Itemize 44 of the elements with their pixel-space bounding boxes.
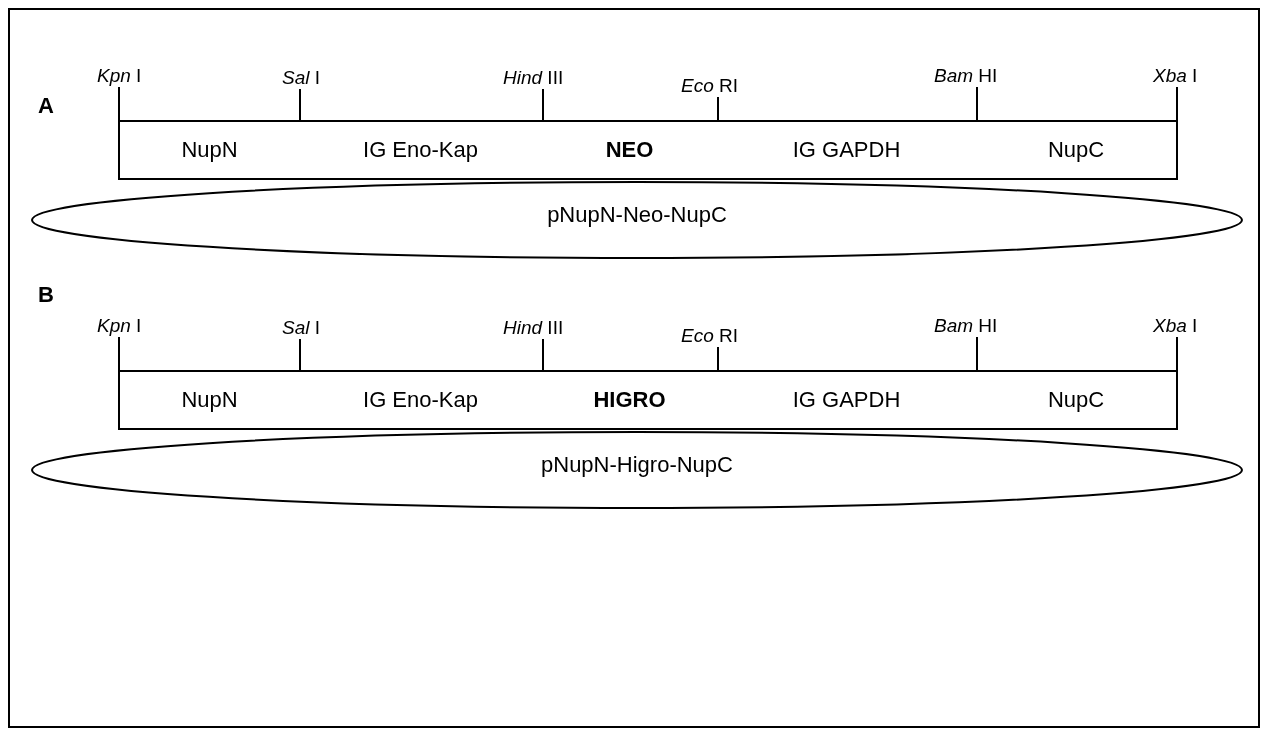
gene-segment-box	[118, 120, 301, 180]
restriction-site-label: Hind III	[503, 317, 564, 339]
plasmid-name: pNupN-Higro-NupC	[540, 452, 734, 478]
leader-line	[1176, 336, 1178, 372]
restriction-site-label: Bam HI	[934, 65, 998, 87]
leader-line	[1176, 86, 1178, 122]
segment-label: NupC	[1047, 387, 1105, 413]
gene-segment-box	[976, 120, 1178, 180]
gene-segment-box	[118, 370, 301, 430]
segment-label: NupN	[181, 387, 238, 413]
segment-label: NEO	[605, 137, 654, 163]
leader-line	[717, 346, 719, 372]
segment-label: IG GAPDH	[792, 137, 901, 163]
leader-line	[542, 338, 544, 372]
restriction-site-label: Kpn I	[97, 65, 142, 87]
segment-label: HIGRO	[593, 387, 666, 413]
plasmid-ellipse	[30, 430, 1244, 510]
segment-label: NupC	[1047, 137, 1105, 163]
restriction-site-label: Kpn I	[97, 315, 142, 337]
panel-letter: A	[38, 93, 54, 119]
restriction-site-label: Eco RI	[681, 75, 739, 97]
segment-label: NupN	[181, 137, 238, 163]
segment-label: IG Eno-Kap	[363, 387, 478, 413]
gene-segment-box	[976, 370, 1178, 430]
restriction-site-label: Eco RI	[681, 325, 739, 347]
panel-letter: B	[38, 282, 54, 308]
restriction-site-label: Xba I	[1153, 315, 1198, 337]
leader-line	[118, 336, 120, 372]
leader-line	[976, 336, 978, 372]
restriction-site-label: Sal I	[282, 67, 321, 89]
leader-line	[542, 88, 544, 122]
leader-line	[299, 88, 301, 122]
plasmid-name: pNupN-Neo-NupC	[546, 202, 728, 228]
segment-label: IG GAPDH	[792, 387, 901, 413]
restriction-site-label: Bam HI	[934, 315, 998, 337]
restriction-site-label: Xba I	[1153, 65, 1198, 87]
leader-line	[118, 86, 120, 122]
leader-line	[717, 96, 719, 122]
leader-line	[976, 86, 978, 122]
leader-line	[299, 338, 301, 372]
restriction-site-label: Sal I	[282, 317, 321, 339]
segment-label: IG Eno-Kap	[363, 137, 478, 163]
restriction-site-label: Hind III	[503, 67, 564, 89]
plasmid-ellipse	[30, 180, 1244, 260]
